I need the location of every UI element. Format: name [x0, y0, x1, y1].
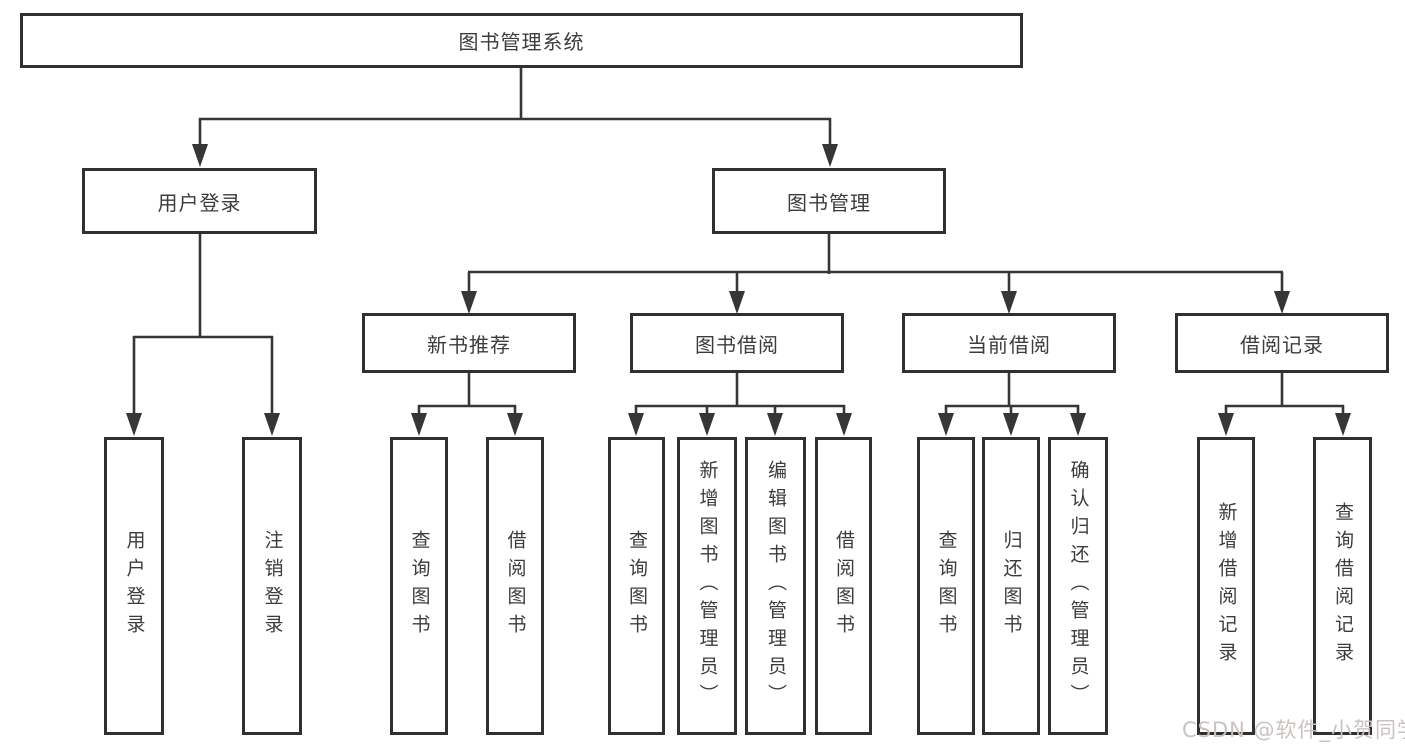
node-new-book-recommendation: 新书推荐 [362, 313, 576, 373]
leaf-confirm-return-admin-label: 确认归还（管理员） [1067, 460, 1090, 712]
leaf-borrow-books-label: 借阅图书 [833, 530, 855, 642]
leaf-return-book: 归还图书 [982, 437, 1040, 735]
leaf-add-book-admin-label: 新增图书（管理员） [696, 460, 719, 712]
node-library-management-system: 图书管理系统 [20, 13, 1023, 68]
leaf-user-login: 用户登录 [104, 437, 164, 735]
leaf-user-login-label: 用户登录 [123, 530, 146, 642]
leaf-borrow-books: 借阅图书 [815, 437, 872, 735]
leaf-query-books-current-label: 查询图书 [935, 530, 958, 642]
leaf-logout: 注销登录 [242, 437, 302, 735]
leaf-query-books-current: 查询图书 [917, 437, 975, 735]
leaf-borrow-books-recommend: 借阅图书 [486, 437, 544, 735]
watermark: CSDN @软件_小贺同学 [1182, 718, 1405, 742]
leaf-confirm-return-admin: 确认归还（管理员） [1048, 437, 1108, 735]
leaf-query-books-borrowing: 查询图书 [608, 437, 665, 735]
node-current-borrowing: 当前借阅 [902, 313, 1116, 373]
leaf-query-books-recommend-label: 查询图书 [408, 530, 431, 642]
leaf-edit-book-admin: 编辑图书（管理员） [745, 437, 806, 735]
leaf-edit-book-admin-label: 编辑图书（管理员） [765, 460, 787, 712]
leaf-query-books-recommend: 查询图书 [390, 437, 448, 735]
leaf-add-borrow-record-label: 新增借阅记录 [1215, 502, 1238, 670]
node-borrowing-records: 借阅记录 [1175, 313, 1389, 373]
leaf-query-books-borrowing-label: 查询图书 [626, 530, 648, 642]
node-book-borrowing: 图书借阅 [630, 313, 844, 373]
leaf-query-borrow-record-label: 查询借阅记录 [1332, 502, 1354, 670]
leaf-add-borrow-record: 新增借阅记录 [1197, 437, 1255, 735]
node-user-login: 用户登录 [82, 168, 317, 234]
leaf-add-book-admin: 新增图书（管理员） [677, 437, 737, 735]
leaf-borrow-books-recommend-label: 借阅图书 [504, 530, 527, 642]
leaf-logout-label: 注销登录 [261, 530, 284, 642]
leaf-return-book-label: 归还图书 [1000, 530, 1023, 642]
node-book-management: 图书管理 [712, 168, 946, 234]
leaf-query-borrow-record: 查询借阅记录 [1313, 437, 1372, 735]
